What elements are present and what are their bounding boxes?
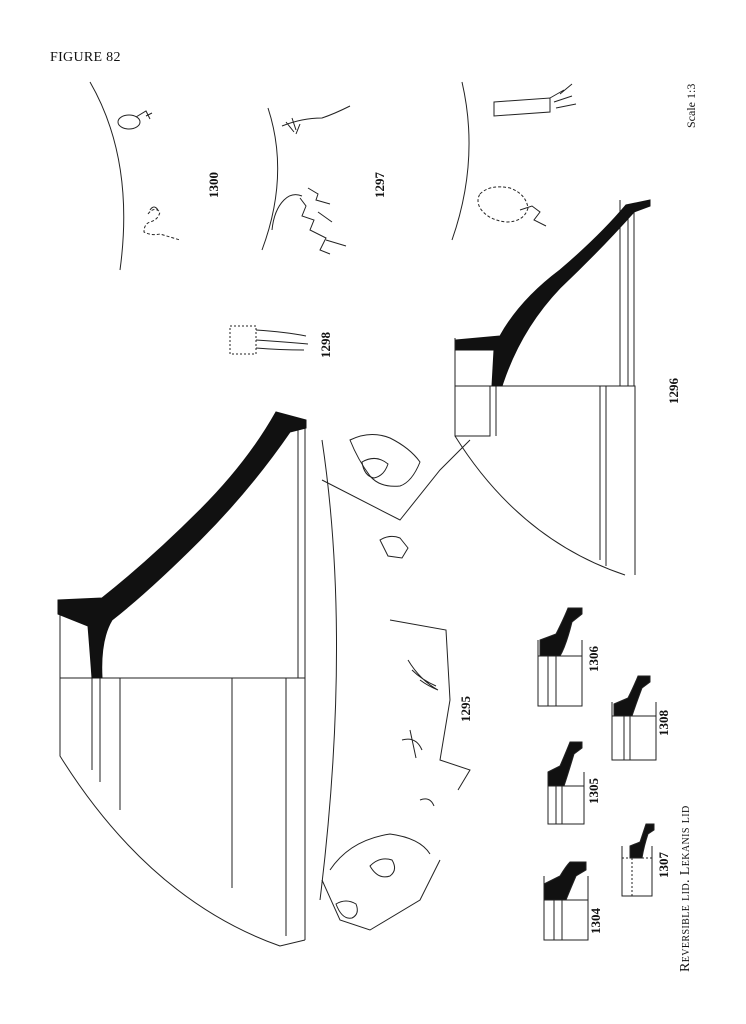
small-lid-section-1307 — [629, 823, 655, 859]
sherd-1296-decor — [451, 81, 577, 241]
fragment-1298 — [229, 325, 309, 355]
small-lid-section-1306 — [539, 607, 583, 657]
small-lid-section-1308 — [613, 675, 651, 717]
painted-sherd-1295 — [319, 434, 471, 931]
small-lid-1305 — [547, 772, 585, 825]
catalog-number-1308: 1308 — [656, 710, 671, 736]
catalog-number-1306: 1306 — [586, 646, 601, 672]
catalog-number-1307: 1307 — [656, 852, 671, 878]
sherd-1297 — [261, 105, 351, 255]
lid-profile-1295 — [59, 420, 306, 947]
catalog-number-1305: 1305 — [586, 778, 601, 804]
catalog-number-1297: 1297 — [372, 172, 387, 198]
catalog-number-1300: 1300 — [206, 172, 221, 198]
catalog-number-1295: 1295 — [458, 696, 473, 722]
lid-profile-1296 — [454, 200, 636, 576]
figure-title: FIGURE 82 — [50, 50, 121, 65]
small-lid-section-1305 — [547, 741, 583, 787]
catalog-number-1296: 1296 — [666, 378, 681, 404]
lid-section-1296 — [455, 199, 651, 387]
figure-caption: Reversible lid. Lekanis lid — [678, 805, 693, 972]
scale-label: Scale 1:3 — [684, 83, 698, 128]
catalog-number-1298: 1298 — [318, 332, 333, 358]
small-lid-section-1304 — [543, 861, 587, 901]
catalog-number-1304: 1304 — [588, 908, 603, 934]
small-lid-1307 — [621, 846, 653, 897]
sherd-1300 — [89, 81, 181, 271]
lid-section-1295 — [57, 411, 307, 679]
